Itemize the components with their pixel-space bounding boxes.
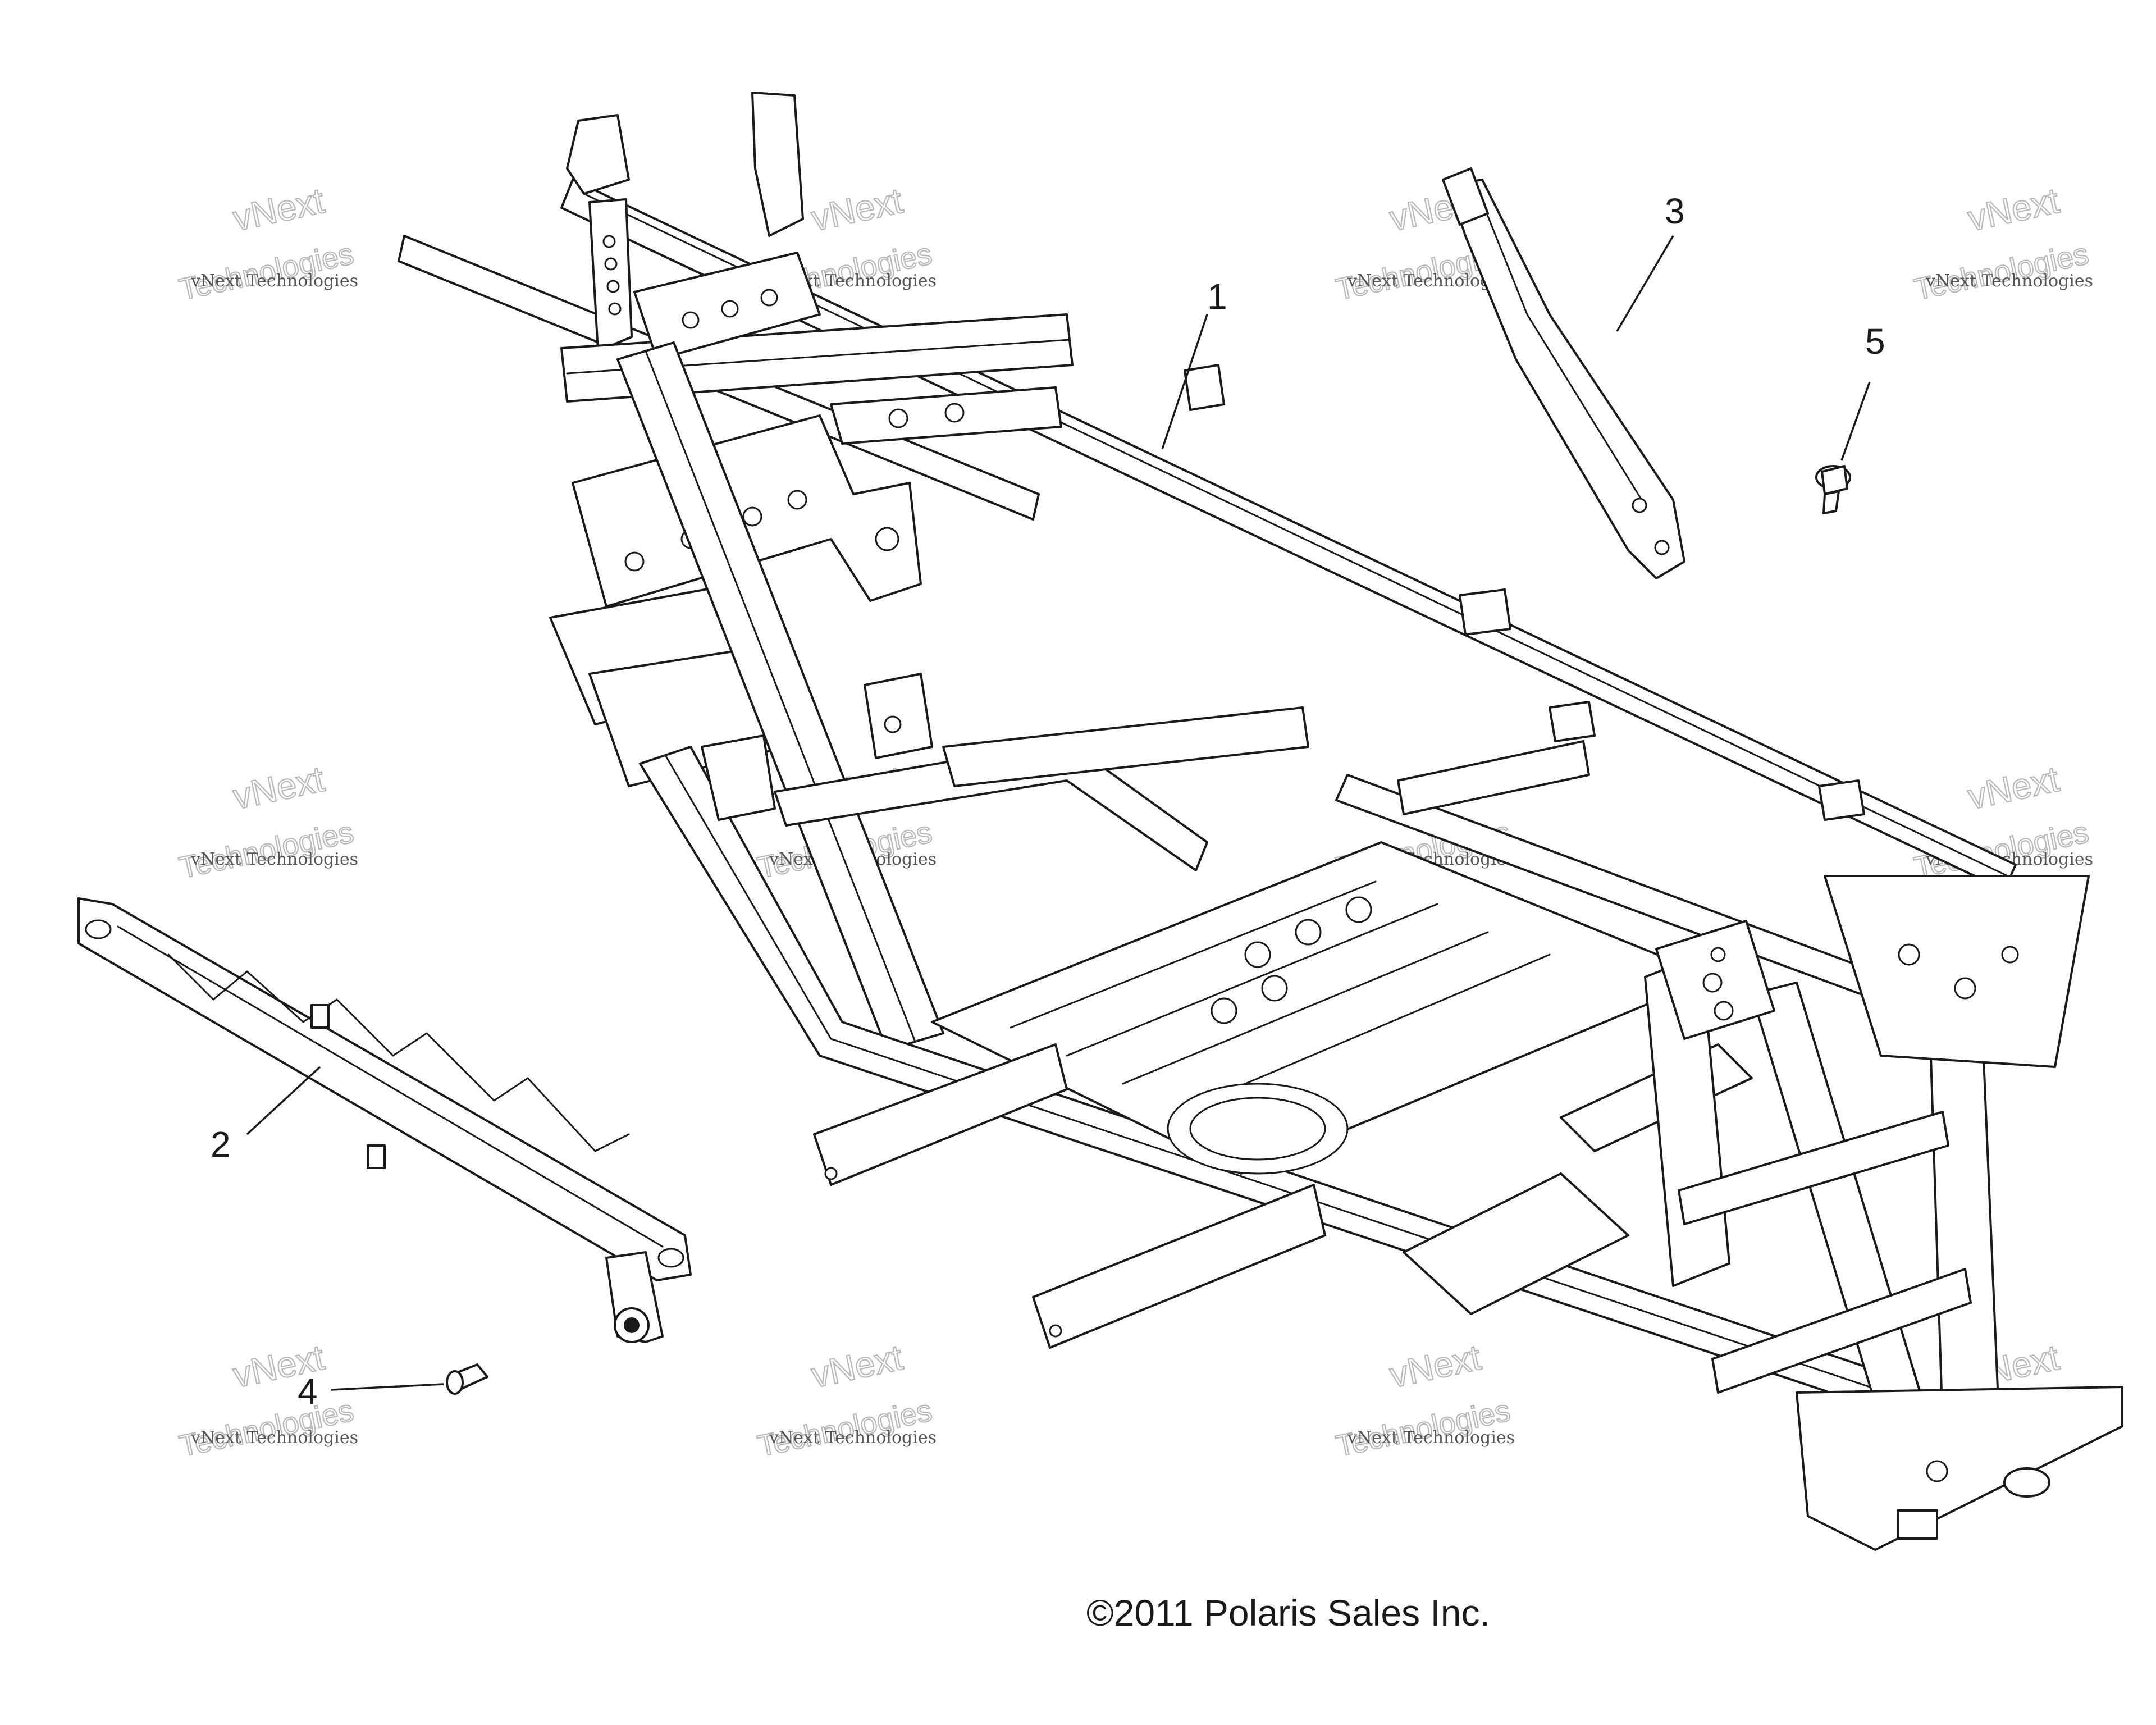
curved-brace-drawing bbox=[1442, 167, 1685, 579]
watermark-large-a: vNext bbox=[808, 1337, 906, 1395]
watermark-large-a: vNext bbox=[230, 759, 328, 817]
watermark-large-a: vNext bbox=[808, 180, 906, 239]
watermark-large-a: vNext bbox=[1386, 1337, 1484, 1395]
watermark: vNext Technologies vNext Technologies bbox=[176, 180, 358, 307]
callout-5: 5 bbox=[1840, 321, 1885, 461]
callout-1: 1 bbox=[1161, 276, 1227, 450]
watermark-small: vNext Technologies bbox=[1347, 1428, 1515, 1448]
callout-3: 3 bbox=[1616, 191, 1685, 332]
watermark-large-a: vNext bbox=[1965, 759, 2063, 817]
watermark: vNext Technologies vNext Technologies bbox=[176, 1336, 358, 1464]
watermark-small: vNext Technologies bbox=[1925, 271, 2093, 291]
watermark-large-a: vNext bbox=[230, 180, 328, 239]
callout-number: 5 bbox=[1865, 321, 1885, 362]
watermark-small: vNext Technologies bbox=[190, 850, 358, 869]
bolt-drawing bbox=[446, 1363, 488, 1395]
side-rail-drawing bbox=[77, 897, 692, 1343]
callout-number: 4 bbox=[298, 1371, 318, 1412]
callout-number: 3 bbox=[1665, 191, 1685, 231]
callout-2: 2 bbox=[211, 1066, 321, 1165]
watermark: vNext Technologies vNext Technologies bbox=[1332, 1336, 1515, 1464]
callout-4: 4 bbox=[298, 1371, 444, 1412]
flange-bolt-drawing bbox=[1815, 465, 1851, 514]
callouts: 1 2 3 4 5 bbox=[211, 191, 1885, 1412]
watermark-small: vNext Technologies bbox=[190, 271, 358, 291]
watermark-small: vNext Technologies bbox=[190, 1428, 358, 1448]
callout-number: 1 bbox=[1207, 276, 1227, 317]
watermark-small: vNext Technologies bbox=[769, 1428, 937, 1448]
watermark: vNext Technologies vNext Technologies bbox=[754, 1336, 937, 1464]
callout-number: 2 bbox=[211, 1124, 231, 1165]
watermark-large-a: vNext bbox=[1965, 180, 2063, 239]
main-frame-drawing bbox=[398, 92, 2123, 1551]
watermark: vNext Technologies vNext Technologies bbox=[176, 758, 358, 886]
watermark: vNext Technologies vNext Technologies bbox=[1911, 180, 2093, 307]
copyright-notice: ©2011 Polaris Sales Inc. bbox=[1086, 1592, 1490, 1633]
